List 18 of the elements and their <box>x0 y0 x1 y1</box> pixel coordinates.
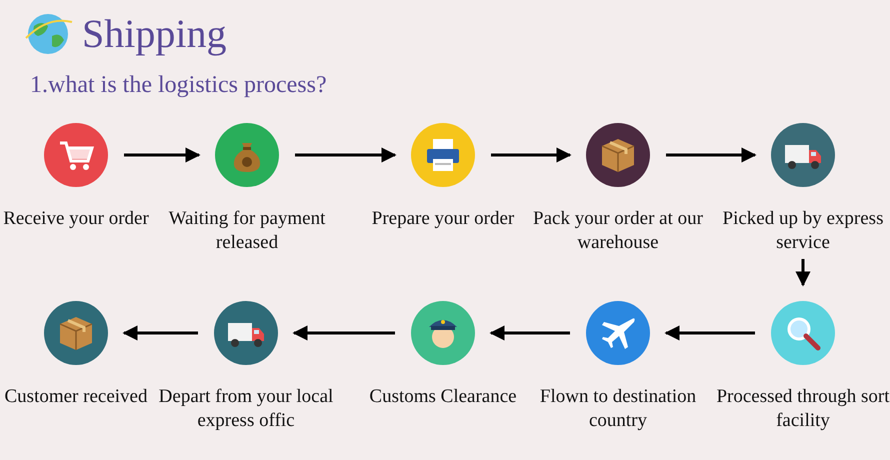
arrow <box>796 259 810 286</box>
step-label: Flown to destination country <box>538 385 698 433</box>
arrow <box>124 148 200 162</box>
arrow <box>491 148 572 162</box>
subtitle: 1.what is the logistics process? <box>30 72 327 99</box>
arrow <box>490 326 570 340</box>
step-label: Customs Clearance <box>368 385 518 409</box>
step-label: Depart from your local express offic <box>158 385 334 433</box>
arrow <box>664 326 755 340</box>
step-label: Picked up by express service <box>722 207 884 255</box>
arrow <box>666 148 756 162</box>
step-label: Processed through sort facility <box>715 385 890 433</box>
arrow <box>122 326 198 340</box>
arrow <box>295 148 396 162</box>
title: Shipping <box>82 10 226 57</box>
step-label: Pack your order at our warehouse <box>532 207 704 255</box>
step-label: Waiting for payment released <box>168 207 326 255</box>
arrow <box>292 326 395 340</box>
